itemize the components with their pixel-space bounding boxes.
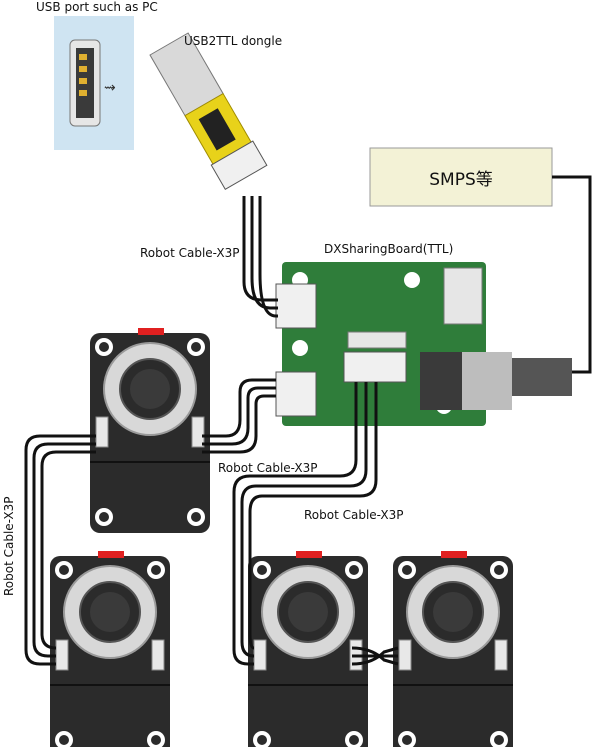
cable-label-middle: Robot Cable-X3P [218,461,318,475]
cable-label-vertical: Robot Cable-X3P [2,496,16,596]
servo-bottom-left [49,550,171,747]
servo-bottom-right [392,550,514,747]
sharing-board [275,262,572,426]
usb-port-icon: ⇝ [54,16,134,150]
smps-label: SMPS等 [429,169,493,190]
usb2ttl-label: USB2TTL dongle [184,34,283,48]
cable-label-top-left: Robot Cable-X3P [140,246,240,260]
smps-box [369,147,553,207]
usb2ttl-dongle-icon [149,32,268,191]
usb-port-label: USB port such as PC [36,0,158,14]
servo-bottom-middle [247,550,369,747]
cable-label-lower: Robot Cable-X3P [304,508,404,522]
sharing-board-label: DXSharingBoard(TTL) [324,242,454,256]
servo-top [89,327,211,534]
svg-text:⇝: ⇝ [104,80,116,96]
cables [24,175,592,666]
